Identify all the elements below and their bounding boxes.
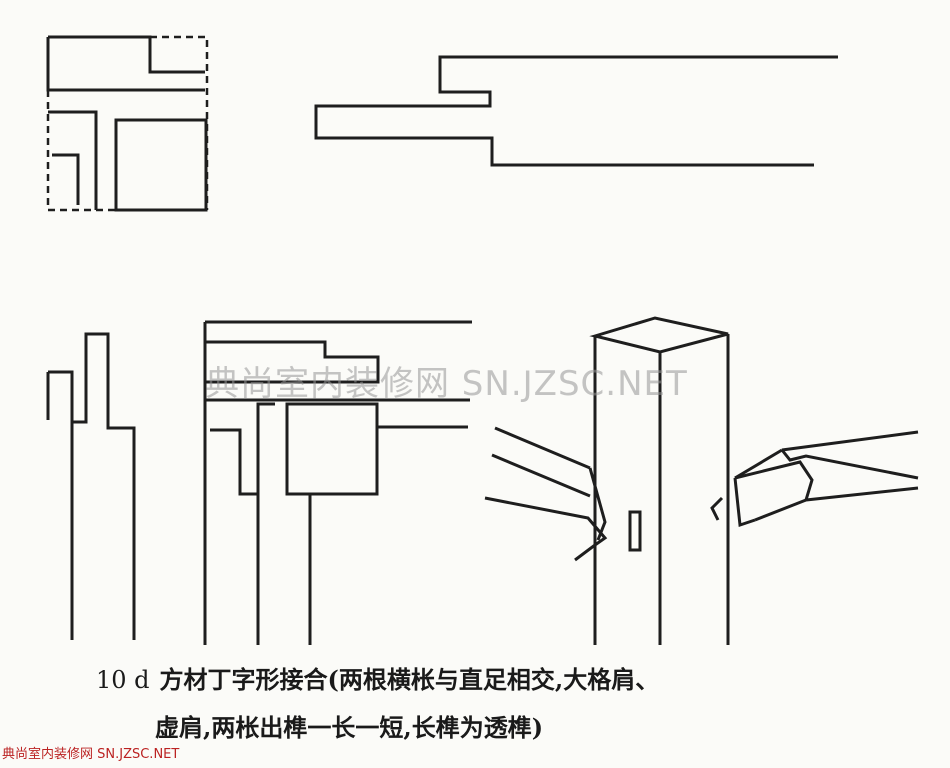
footer-watermark: 典尚室内装修网 SN.JZSC.NET	[2, 747, 180, 762]
joint-front-view	[203, 320, 472, 645]
joint-section-view	[46, 35, 209, 212]
figure-number: 10 d	[96, 666, 150, 694]
joint-isometric-view	[484, 316, 919, 645]
leg-profile-view	[46, 332, 136, 640]
watermark: 典尚室内装修网 SN.JZSC.NET	[205, 364, 688, 404]
figure-caption-line1: 10 d 方材丁字形接合(两根横枨与直足相交,大格肩、	[96, 660, 659, 695]
caption-text-1: 方材丁字形接合(两根横枨与直足相交,大格肩、	[159, 665, 660, 694]
figure-caption-line2: 虚肩,两枨出榫一长一短,长榫为透榫)	[155, 713, 544, 742]
tenon-plan-view	[314, 55, 838, 167]
